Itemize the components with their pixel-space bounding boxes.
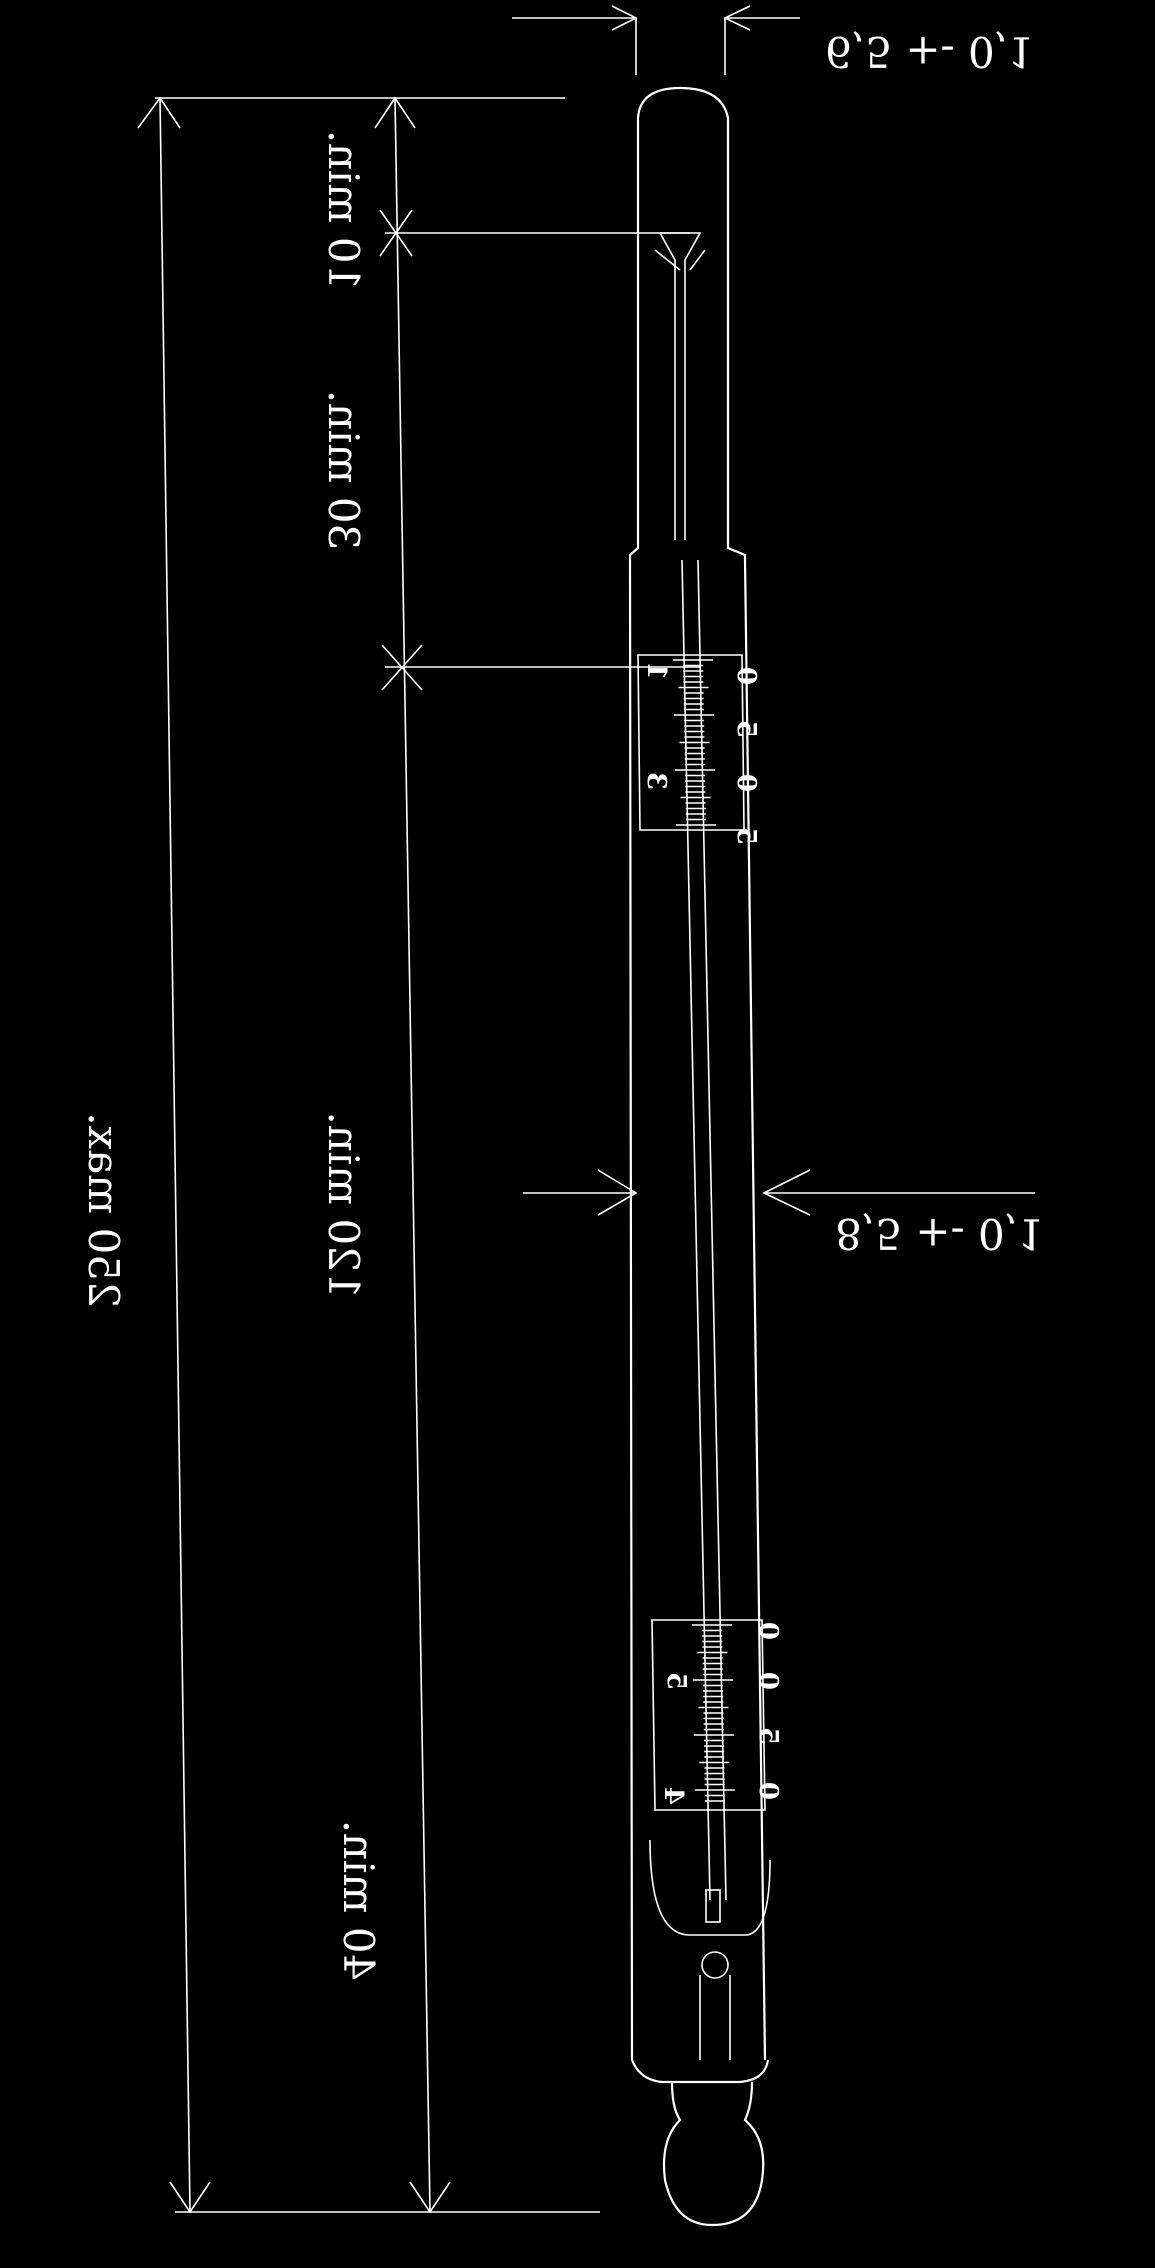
lower-section-label: 40 min. xyxy=(334,1820,383,1980)
lower-scale-ticks xyxy=(692,1624,735,1802)
lower-mark-5: 5 xyxy=(661,1672,691,1690)
glass-ring xyxy=(701,1951,729,1979)
capillary-right xyxy=(697,559,727,1901)
middle-section-label: 120 min. xyxy=(319,1111,368,1298)
upper-mark-6: 3 xyxy=(641,772,671,790)
arrow-head xyxy=(597,1169,638,1216)
total-length-label: 250 max. xyxy=(79,1112,128,1307)
capillary-left xyxy=(681,559,711,1901)
arrow-head xyxy=(374,96,416,129)
thermometer-head xyxy=(636,86,730,540)
lower-mark-6: 4 xyxy=(658,1787,688,1805)
bottom-flange xyxy=(630,2059,770,2084)
upper-section-label: 30 min. xyxy=(319,390,368,550)
upper-mark-4: 5 xyxy=(731,827,761,845)
upper-mark-1: 0 xyxy=(731,667,761,685)
scale-carrier xyxy=(649,1839,771,1936)
total-length-dim-line xyxy=(159,97,191,2213)
lower-mark-3: 5 xyxy=(753,1727,783,1745)
thermometer-shoulder xyxy=(628,540,747,560)
top-length-label: 10 min. xyxy=(319,130,368,290)
lower-mark-2: 0 xyxy=(753,1672,783,1690)
bulb-neck xyxy=(699,1975,731,2060)
dimension-lines xyxy=(137,5,1035,2214)
section-dim-line xyxy=(394,97,431,2213)
lower-mark-1: 0 xyxy=(753,1622,783,1640)
scale-numbers: 0 5 0 5 1 3 0 0 5 0 5 4 xyxy=(641,662,783,1805)
dim-tick xyxy=(379,209,413,257)
dimension-labels: 250 max. 10 min. 30 min. 120 min. 40 min… xyxy=(79,27,1045,1980)
lower-scale-box xyxy=(651,1619,766,1811)
arrow-head xyxy=(137,96,181,129)
lower-mark-4: 0 xyxy=(753,1782,783,1800)
head-diameter-label: 6,5 +- 0,1 xyxy=(825,27,1035,76)
dim-tick xyxy=(381,644,423,691)
upper-mark-3: 0 xyxy=(731,774,761,792)
capillary-end xyxy=(705,1889,721,1923)
arrow-head xyxy=(762,1169,811,1216)
funnel-detail xyxy=(654,249,706,271)
arrow-head xyxy=(169,2181,211,2214)
capillary-funnel xyxy=(659,232,702,540)
thermometer xyxy=(628,86,771,2227)
mercury-bulb xyxy=(662,2081,765,2227)
upper-scale-box xyxy=(637,654,745,831)
upper-mark-5: 1 xyxy=(641,662,671,680)
arrow-head xyxy=(409,2181,451,2214)
body-diameter-label: 8,5 +- 0,1 xyxy=(835,1209,1045,1258)
upper-mark-2: 5 xyxy=(731,720,761,738)
upper-scale-ticks xyxy=(673,659,716,826)
